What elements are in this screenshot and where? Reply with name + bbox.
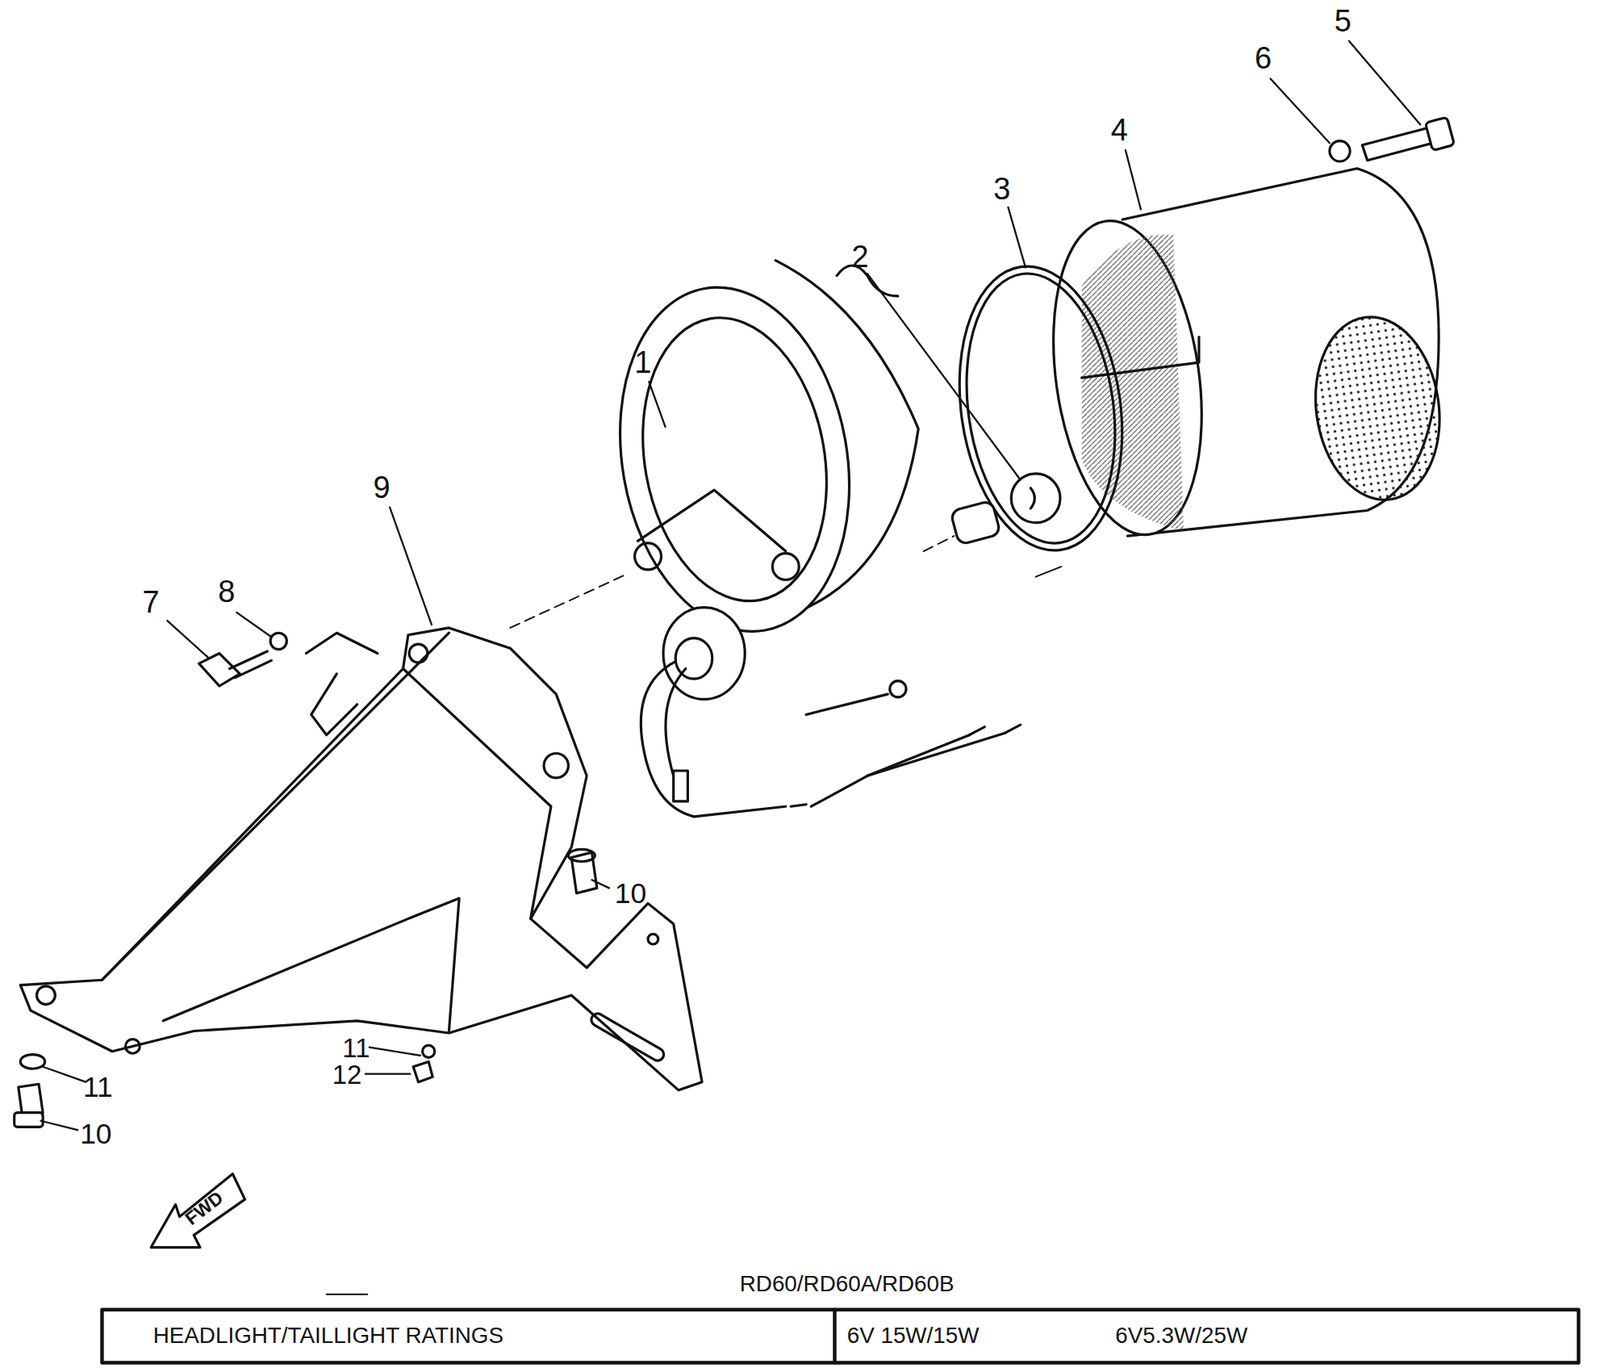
lens-gasket: [942, 255, 1141, 561]
callout-number: 3: [993, 174, 1011, 205]
callout-number: 5: [1334, 6, 1352, 38]
callout-number: 2: [852, 242, 869, 273]
light-bracket: [20, 627, 702, 1091]
callout-number: 12: [332, 1061, 363, 1088]
leader-lines: [41, 41, 1421, 1130]
model-title: RD60/RD60A/RD60B: [739, 1272, 955, 1296]
callout-number: 6: [1254, 43, 1272, 75]
table-cell: 6V5.3W/25W: [1115, 1324, 1248, 1348]
callout-number: 1: [634, 347, 652, 379]
table-cell: 6V 15W/15W: [847, 1324, 980, 1348]
callout-number: 10: [614, 879, 647, 908]
table-cell: HEADLIGHT/TAILLIGHT RATINGS: [153, 1324, 504, 1348]
callout-number: 9: [372, 472, 390, 504]
tail-lens-housing: [1035, 168, 1452, 545]
bulb: [950, 473, 1061, 545]
lamp-body: [593, 260, 1020, 817]
callout-number: 8: [217, 576, 235, 608]
ratings-table: [101, 1294, 1579, 1363]
callout-number: 11: [342, 1034, 370, 1062]
callout-number: 11: [83, 1073, 113, 1102]
callout-number: 7: [142, 587, 160, 619]
fasteners: [14, 116, 1455, 1127]
callout-number: 4: [1111, 115, 1128, 147]
callout-number: 10: [79, 1120, 112, 1149]
forward-arrow: [150, 1173, 245, 1248]
